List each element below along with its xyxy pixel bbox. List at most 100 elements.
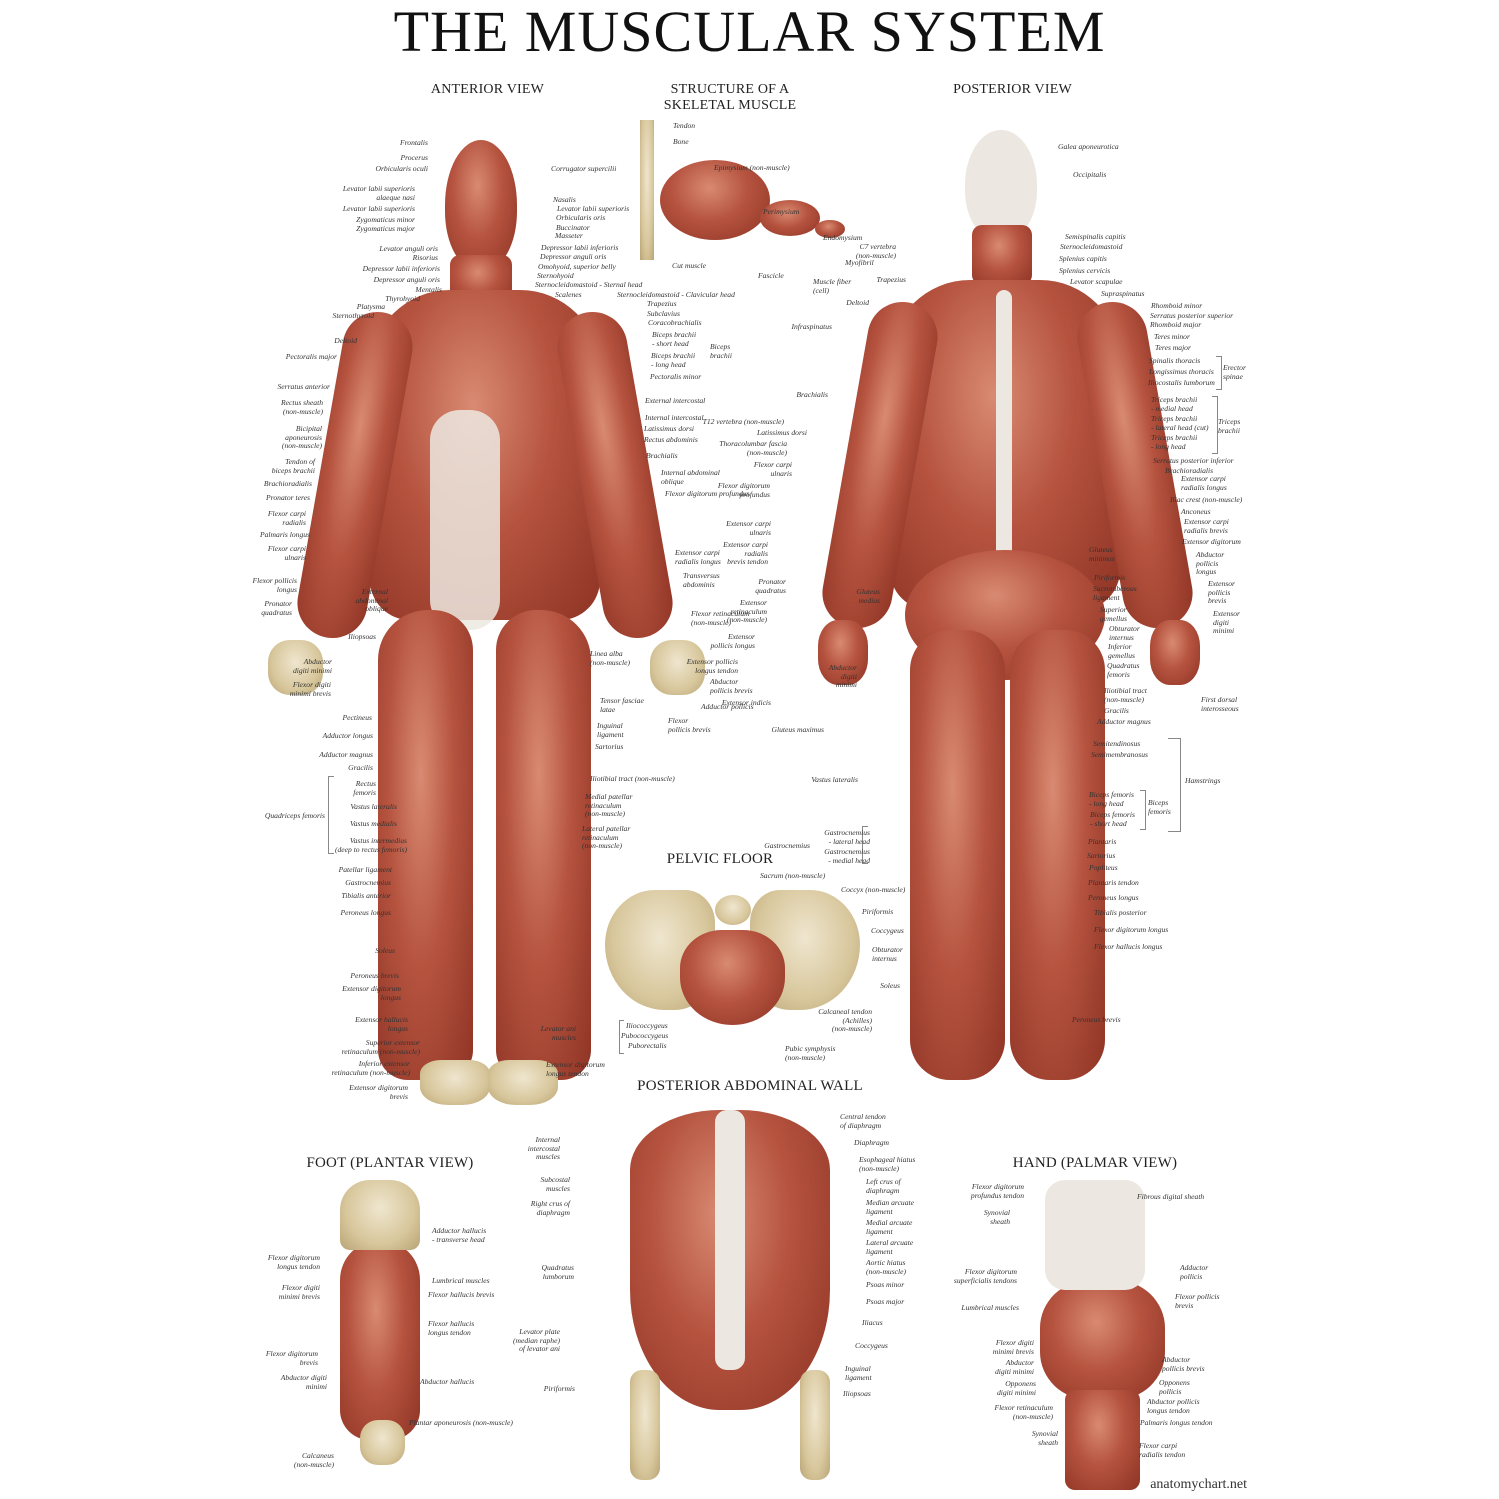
anterior-right-label: Nasalis — [553, 195, 576, 204]
anterior-right-label: Flexor pollicis brevis — [668, 716, 711, 734]
posterior-right-label: Extensor carpi radialis longus — [1181, 474, 1227, 492]
posterior-right-label: Triceps brachii - lateral head (cut) — [1151, 414, 1209, 432]
anterior-left-label: Palmaris longus — [260, 530, 310, 539]
anterior-right-label: Lateral patellar retinaculum (non-muscle… — [582, 824, 631, 851]
posterior-right-label: Teres minor — [1154, 332, 1190, 341]
sacrum — [715, 895, 751, 925]
posterior-right-label: Spinalis thoracis — [1149, 356, 1201, 365]
hand-label: Flexor carpi radialis tendon — [1139, 1441, 1186, 1459]
abdominal-label: Right crus of diaphragm — [530, 1199, 570, 1217]
posterior-left-label: T12 vertebra (non-muscle) — [702, 417, 784, 426]
muscle-belly — [660, 160, 770, 240]
erector-spinae-bracket — [1216, 356, 1222, 390]
anterior-left-label: Procerus — [400, 153, 428, 162]
posterior-right-label: Occipitalis — [1073, 170, 1107, 179]
posterior-right-label: Semitendinosus — [1093, 739, 1141, 748]
posterior-right-label: Biceps femoris - short head — [1090, 810, 1135, 828]
muscle-fiber — [815, 220, 845, 238]
anterior-left-label: Inferior extensor retinaculum (non-muscl… — [331, 1059, 410, 1077]
posterior-right-label: Triceps brachii - medial head — [1151, 395, 1198, 413]
posterior-left-label: Flexor carpi ulnaris — [753, 460, 792, 478]
anterior-right-foot — [488, 1060, 558, 1105]
page-title: THE MUSCULAR SYSTEM — [393, 0, 1106, 64]
anterior-left-hand — [268, 640, 323, 695]
hand-label: Flexor digiti minimi brevis — [992, 1338, 1034, 1356]
posterior-right-label: Splenius capitis — [1059, 254, 1107, 263]
anterior-left-label: Levator anguli oris — [379, 244, 438, 253]
foot-label: Lumbrical muscles — [432, 1276, 490, 1285]
posterior-left-label: Gastrocnemius — [764, 841, 810, 850]
abdominal-label: Coccygeus — [855, 1341, 888, 1350]
posterior-right-label: Hamstrings — [1185, 776, 1221, 785]
foot-plantar-illustration — [335, 1180, 425, 1470]
abdominal-label: Levator plate (median raphe) of levator … — [512, 1327, 560, 1354]
anterior-left-label: Tibialis anterior — [341, 891, 391, 900]
anterior-left-label: Mentalis — [415, 285, 442, 294]
abdominal-label: Internal intercostal muscles — [527, 1135, 560, 1162]
anterior-left-label: Abductor digiti minimi — [292, 657, 332, 675]
anterior-right-label: Sternohyoid — [537, 271, 574, 280]
abdominal-label: Inguinal ligament — [845, 1364, 872, 1382]
posterior-right-label: Erector spinae — [1223, 363, 1246, 381]
anterior-right-hand — [650, 640, 705, 695]
foot-label: Flexor digitorum longus tendon — [267, 1253, 320, 1271]
posterior-left-label: Deltoid — [846, 298, 869, 307]
abdominal-label: Psoas minor — [866, 1280, 905, 1289]
anterior-left-label: Vastus lateralis — [350, 802, 397, 811]
structure-label: Cut muscle — [672, 261, 706, 270]
anterior-right-label: Omohyoid, superior belly — [538, 262, 616, 271]
posterior-right-label: Sternocleidomastoid — [1060, 242, 1123, 251]
anterior-figure — [260, 140, 720, 1120]
anterior-left-label: Pronator teres — [266, 493, 310, 502]
posterior-left-label: Gluteus maximus — [771, 725, 824, 734]
hand-label: Flexor pollicis brevis — [1175, 1292, 1220, 1310]
posterior-right-label: Quadratus femoris — [1107, 661, 1140, 679]
anterior-left-label: Depressor labii inferioris — [362, 264, 440, 273]
posterior-right-label: Superior gemellus — [1100, 605, 1127, 623]
posterior-left-label: Soleus — [880, 981, 900, 990]
pelvic-label: Pubococcygeus — [621, 1031, 669, 1040]
pelvic-label: Sacrum (non-muscle) — [760, 871, 826, 880]
hand-fingers — [1045, 1180, 1145, 1290]
anterior-left-label: Extensor digitorum brevis — [349, 1083, 408, 1101]
posterior-right-label: Tibialis posterior — [1094, 908, 1147, 917]
posterior-left-leg — [910, 630, 1005, 1080]
posterior-right-label: Abductor pollicis longus — [1196, 550, 1225, 577]
posterior-right-label: Inferior gemellus — [1108, 642, 1135, 660]
hand-label: Flexor digitorum profundus tendon — [970, 1182, 1024, 1200]
biceps-femoris-bracket — [1140, 790, 1146, 830]
anterior-right-label: Sternocleidomastoid - Sternal head — [535, 280, 643, 289]
anterior-left-label: External abdominal oblique — [355, 587, 389, 614]
posterior-right-label: Peroneus brevis — [1072, 1015, 1121, 1024]
posterior-left-label: Pronator quadratus — [755, 577, 786, 595]
anterior-left-label: Brachioradialis — [263, 479, 312, 488]
anterior-right-label: Pectoralis minor — [650, 372, 702, 381]
anterior-right-label: Corrugator supercilii — [551, 164, 617, 173]
posterior-right-label: Semispinalis capitis — [1065, 232, 1126, 241]
anterior-right-label: Medial patellar retinaculum (non-muscle) — [585, 792, 633, 819]
foot-label: Abductor digiti minimi — [280, 1373, 327, 1391]
foot-toes — [340, 1180, 420, 1250]
anterior-right-label: Adductor pollicis — [701, 702, 754, 711]
anterior-left-label: Flexor carpi radialis — [267, 509, 306, 527]
posterior-right-label: Iliotibial tract (non-muscle) — [1104, 686, 1147, 704]
posterior-head — [965, 130, 1037, 240]
structure-label: Myofibril — [845, 258, 874, 267]
posterior-left-label: Extensor retinaculum (non-muscle) — [726, 598, 767, 625]
posterior-left-label: Gastrocnemius - medial head — [824, 847, 870, 865]
anterior-right-label: Rectus abdominis — [644, 435, 698, 444]
foot-heading: FOOT (PLANTAR VIEW) — [306, 1155, 474, 1171]
anterior-left-label: Bicipital aponeurosis (non-muscle) — [281, 424, 322, 451]
structure-label: Bone — [673, 137, 689, 146]
posterior-right-label: Piriformis — [1094, 573, 1126, 582]
anterior-right-label: Trapezius — [647, 299, 677, 308]
anterior-left-label: Levator labii superioris alaeque nasi — [342, 184, 415, 202]
anterior-right-label: Internal abdominal oblique — [661, 468, 720, 486]
posterior-left-label: Brachialis — [796, 390, 828, 399]
anterior-left-label: Rectus sheath (non-muscle) — [281, 398, 323, 416]
triceps-bracket — [1212, 396, 1218, 454]
posterior-view-heading: POSTERIOR VIEW — [953, 82, 1072, 97]
anterior-right-label: Orbicularis oris — [556, 213, 606, 222]
anterior-left-label: Vastus medialis — [349, 819, 397, 828]
anterior-right-label: Coracobrachialis — [648, 318, 702, 327]
